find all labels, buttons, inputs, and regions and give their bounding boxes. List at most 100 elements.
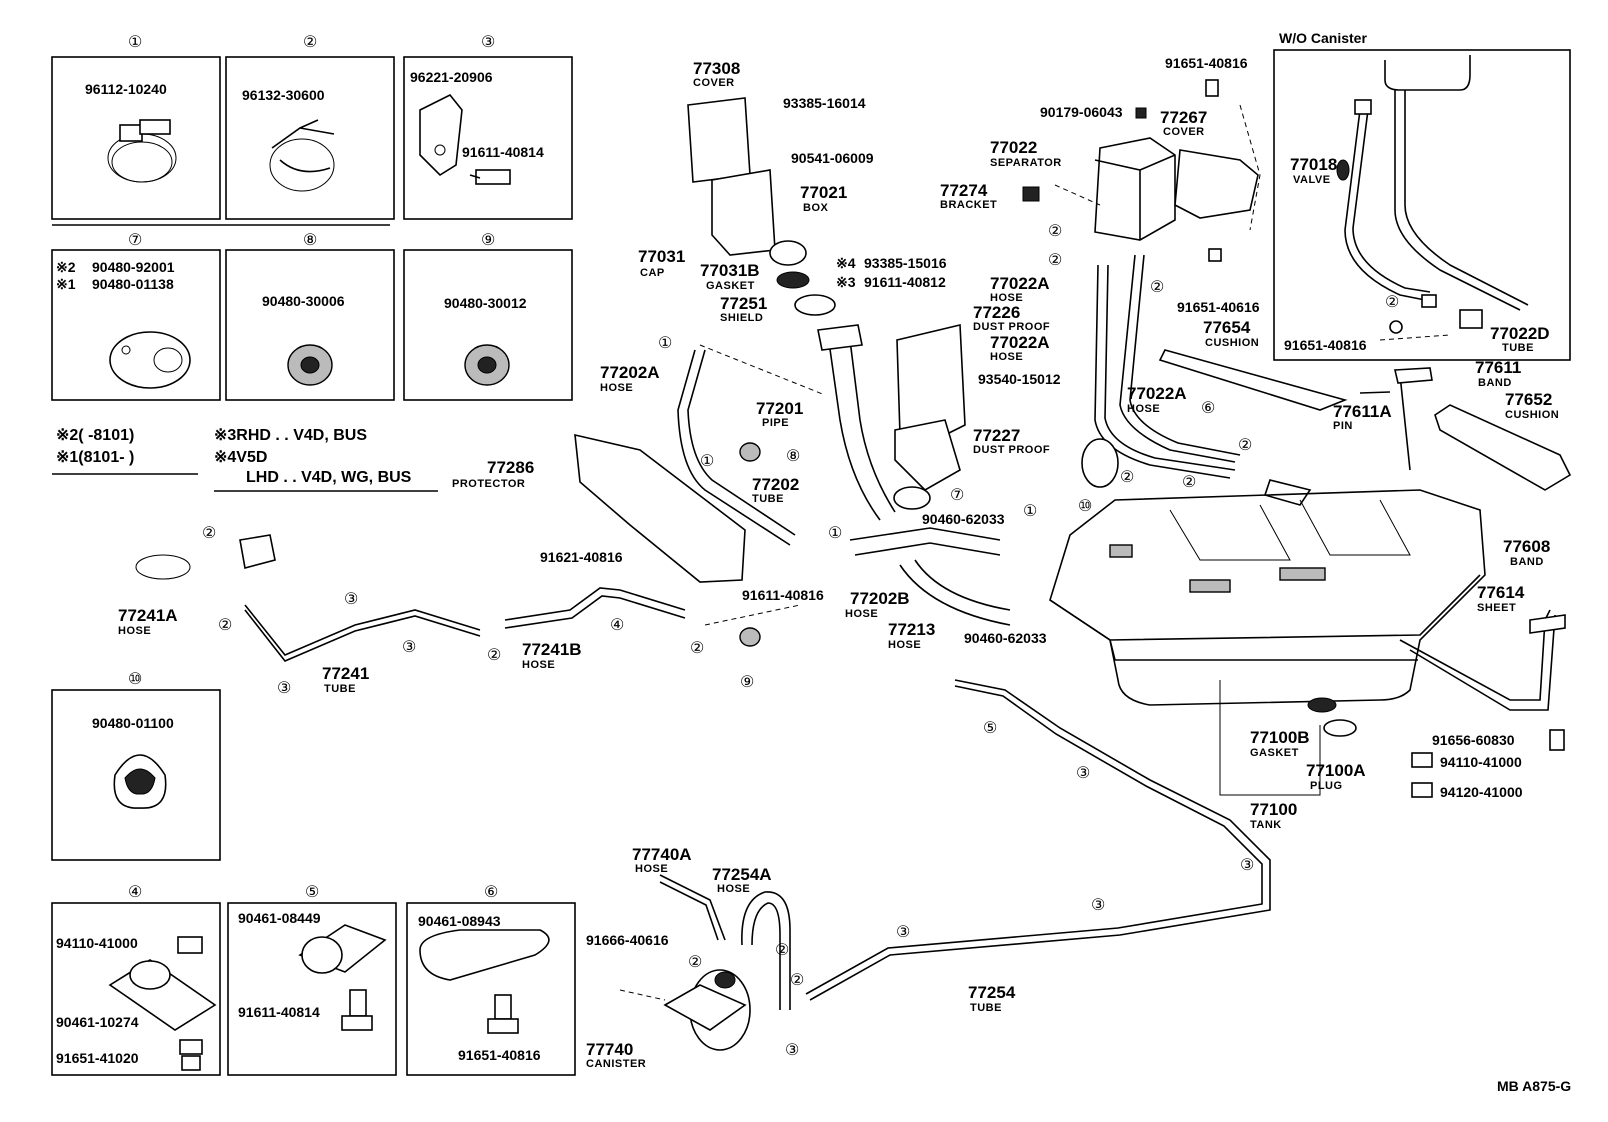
dust-proof-shield [896, 323, 966, 441]
part-label-no: 77201 [756, 399, 803, 418]
tank-band [1399, 609, 1551, 701]
panel-7-frame [51, 249, 221, 401]
triangle-grommet-icon [113, 754, 167, 809]
part-label-no: 77241A [118, 606, 178, 625]
part-label-name: BRACKET [940, 199, 997, 211]
panel-7-mark-1: ※1 [56, 276, 76, 292]
panel-5-ref: ⑤ [305, 884, 319, 901]
band-hanger [1394, 367, 1433, 384]
part-label-no: 77286 [487, 458, 534, 477]
part-label-no: 77213 [888, 620, 935, 639]
vapor-tube [805, 685, 1263, 995]
panel-4-part-0: 94110-41000 [56, 935, 138, 951]
pin-icon [1359, 391, 1391, 394]
panel-4-part-1: 90461-10274 [56, 1014, 139, 1030]
part-label-name: SEPARATOR [990, 157, 1062, 169]
fuel-hose [504, 595, 686, 629]
part-label-name: CUSHION [1505, 409, 1559, 421]
part-label-no: 77031B [700, 261, 760, 280]
ref-circle-3: ③ [344, 591, 358, 608]
panel-7-part-0: 90480-92001 [92, 259, 175, 275]
panel-5-part-1: 91611-40814 [238, 1004, 320, 1020]
part-label-name: TUBE [752, 493, 784, 505]
part-label-name: HOSE [888, 639, 921, 651]
cushion-pad [1158, 349, 1348, 411]
panel-9-part-0: 90480-30012 [444, 295, 527, 311]
part-label-name: COVER [693, 77, 735, 89]
spring-clamp-icon [269, 119, 335, 192]
part-label-no: 90460-62033 [922, 511, 1005, 527]
part-labels: 77308 COVER 93385-16014 90541-06009 7702… [118, 55, 1559, 1070]
part-label-no: 91666-40616 [586, 932, 669, 948]
part-label-name: SHIELD [720, 312, 763, 324]
part-label-no: 77652 [1505, 390, 1552, 409]
ref-circle-3: ③ [1076, 765, 1090, 782]
ref-circle-3: ③ [1091, 897, 1105, 914]
part-label-name: TUBE [970, 1002, 1002, 1014]
panel-1-ref: ① [128, 34, 142, 51]
part-label-no: 77254 [968, 983, 1016, 1002]
panel-3-frame [403, 56, 573, 220]
panel-3-part-0: 96221-20906 [410, 69, 493, 85]
part-label-no: 77022A [990, 274, 1050, 293]
panel-2-ref: ② [303, 34, 317, 51]
part-label-no: 93385-15016 [864, 255, 947, 271]
part-label-no: 91611-40812 [864, 274, 946, 290]
leader-dash [699, 344, 826, 396]
grommet-icon [109, 331, 191, 389]
panel-1-frame [51, 56, 221, 220]
part-label-name: TANK [1250, 819, 1282, 831]
variant-label: W/O Canister [1279, 30, 1367, 46]
part-label-name: CANISTER [586, 1058, 646, 1070]
part-label-no: 77611A [1333, 402, 1392, 421]
part-label-no: 90541-06009 [791, 150, 874, 166]
part-label-name: COVER [1163, 126, 1205, 138]
ref-circle-7: ⑦ [950, 487, 964, 504]
part-label-name: HOSE [990, 292, 1023, 304]
ref-circle-1: ① [828, 525, 842, 542]
part-label-name: PIN [1333, 420, 1353, 432]
part-label-name: TUBE [324, 683, 356, 695]
ref-circle-2: ② [688, 954, 702, 971]
part-label-name: CAP [640, 267, 665, 279]
panel-7-mark-0: ※2 [56, 259, 76, 275]
leader-dash [704, 604, 801, 626]
ref-circle-1: ① [658, 335, 672, 352]
part-label-name: DUST PROOF [973, 321, 1050, 333]
filler-shield [794, 294, 836, 316]
cushion-pad [1434, 404, 1572, 491]
part-label-no: 90179-06043 [1040, 104, 1123, 120]
part-label-no: 77022 [990, 138, 1037, 157]
inset-frame [1273, 49, 1571, 361]
ref-circle-2: ② [202, 525, 216, 542]
leader-dash [619, 989, 666, 1001]
fuel-tube [244, 609, 481, 662]
ref-circle-2: ② [775, 942, 789, 959]
main-assembly [135, 79, 1572, 1051]
note-5: LHD . . V4D, WG, BUS [246, 469, 412, 486]
part-label-mark: ※4 [836, 255, 856, 271]
part-label-no: 94120-41000 [1440, 784, 1523, 800]
panel-8-ref: ⑧ [303, 232, 317, 249]
part-label-name: SHEET [1477, 602, 1516, 614]
part-label-name: VALVE [1293, 174, 1331, 186]
part-label-no: 77740A [632, 845, 692, 864]
breather-hose [899, 564, 1011, 626]
fuel-tube [244, 604, 481, 656]
panel-1-part-0: 96112-10240 [85, 81, 167, 97]
detail-panels: ① ② ③ 96112-10240 96132-30600 96221-2090… [51, 34, 576, 1076]
pipe-clip-icon [298, 924, 387, 1031]
panel-7-part-1: 90480-01138 [92, 276, 174, 292]
part-label-name: HOSE [845, 608, 878, 620]
ref-circle-2: ② [1048, 223, 1062, 240]
part-label-name: PLUG [1310, 780, 1343, 792]
note-2: ※1(8101- ) [56, 449, 134, 466]
ref-circle-1: ① [1023, 503, 1037, 520]
strap-clip-icon [419, 929, 550, 1034]
band-hanger [1399, 374, 1411, 471]
leader-dash [1054, 184, 1101, 206]
breather-hose [854, 542, 1001, 556]
charcoal-canister [659, 874, 791, 1051]
filler-cover [687, 97, 751, 183]
panel-6-part-0: 90461-08943 [418, 913, 501, 929]
